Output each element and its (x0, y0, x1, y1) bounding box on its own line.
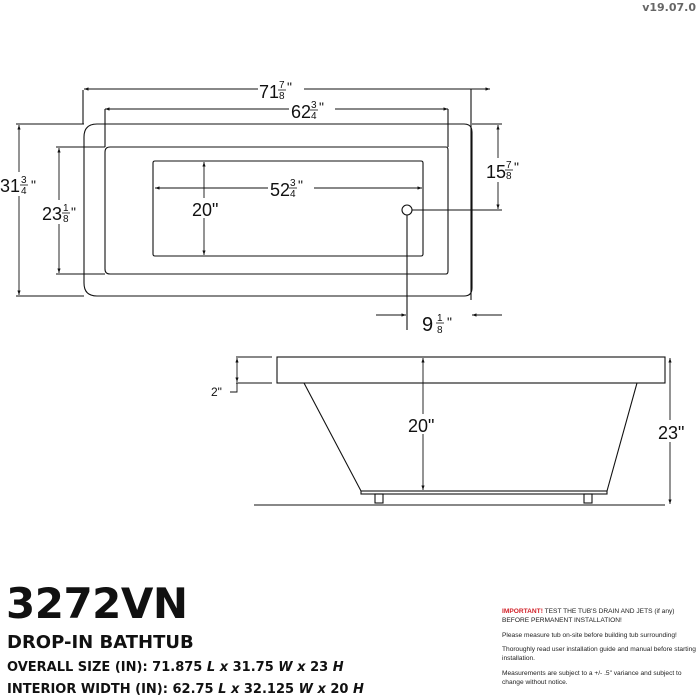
svg-text:": " (287, 79, 292, 95)
svg-text:8: 8 (63, 214, 69, 225)
overall-size-spec: OVERALL SIZE (IN): 71.875 L x 31.75 W x … (7, 660, 344, 675)
dim-bottom-width: 20" (190, 198, 222, 220)
svg-text:": " (447, 314, 452, 330)
top-view (16, 87, 502, 330)
dim-overall-height: 23" (658, 423, 684, 443)
svg-text:": " (298, 177, 303, 193)
support-left (374, 493, 384, 504)
svg-text:3: 3 (290, 178, 296, 189)
dim-interior-width: 23 1 8 " (40, 200, 80, 225)
svg-text:": " (71, 204, 76, 220)
support-right (583, 493, 593, 504)
svg-text:15: 15 (486, 162, 506, 182)
svg-text:8: 8 (437, 325, 443, 336)
svg-text:8: 8 (506, 171, 512, 182)
svg-text:9: 9 (422, 314, 433, 336)
interior-outline (104, 146, 449, 275)
dim-overall-length: 71 7 8 " (258, 78, 304, 102)
dim-overall-width: 31 3 4 " (0, 172, 38, 197)
svg-text:3: 3 (311, 100, 317, 111)
svg-text:31: 31 (0, 176, 20, 196)
svg-text:4: 4 (21, 186, 27, 197)
svg-text:4: 4 (311, 111, 317, 122)
drain-icon (401, 204, 413, 216)
note-read-guide: Thoroughly read user installation guide … (502, 646, 696, 663)
note-variance: Measurements are subject to a +/- .5" va… (502, 669, 682, 686)
rim-profile (276, 356, 666, 384)
svg-text:": " (31, 177, 36, 193)
important-note: IMPORTANT! TEST THE TUB'S DRAIN AND JETS… (502, 608, 675, 624)
dim-interior-length: 62 3 4 " (289, 98, 335, 122)
svg-text:7: 7 (506, 160, 512, 171)
svg-text:4: 4 (290, 189, 296, 200)
product-type: DROP-IN BATHTUB (7, 632, 194, 653)
dim-bottom-length: 52 3 4 " (268, 177, 314, 200)
top-view-labels: 71 7 8 " 62 3 4 " 52 3 4 " 20" 31 (0, 78, 521, 336)
svg-text:3: 3 (21, 175, 27, 186)
model-number: 3272VN (6, 579, 188, 628)
dim-drain-from-side: 15 7 8 " (485, 158, 521, 182)
interior-width-spec: INTERIOR WIDTH (IN): 62.75 L x 32.125 W … (7, 682, 364, 697)
svg-text:": " (514, 159, 519, 175)
svg-text:71: 71 (259, 82, 279, 102)
svg-text:20": 20" (192, 200, 218, 220)
svg-text:62: 62 (291, 102, 311, 122)
svg-text:1: 1 (63, 203, 69, 214)
side-view-labels: 2" 20" 23" (211, 385, 696, 443)
dim-interior-depth: 20" (408, 416, 434, 436)
installation-notes: IMPORTANT! TEST THE TUB'S DRAIN AND JETS… (502, 608, 698, 694)
svg-text:1: 1 (437, 313, 443, 324)
svg-text:52: 52 (270, 180, 290, 200)
svg-text:7: 7 (279, 80, 285, 91)
svg-text:": " (319, 99, 324, 115)
basin-profile (303, 382, 638, 492)
dim-drain-from-end: 9 1 8 " (422, 313, 452, 336)
version-label: v19.07.0 (642, 1, 696, 14)
dim-rim-thickness: 2" (211, 385, 222, 399)
side-view (230, 356, 672, 506)
note-measure: Please measure tub on-site before buildi… (502, 631, 677, 639)
svg-text:8: 8 (279, 91, 285, 102)
svg-text:23: 23 (42, 204, 62, 224)
base-platform (360, 490, 608, 495)
bottom-outline (152, 160, 424, 257)
